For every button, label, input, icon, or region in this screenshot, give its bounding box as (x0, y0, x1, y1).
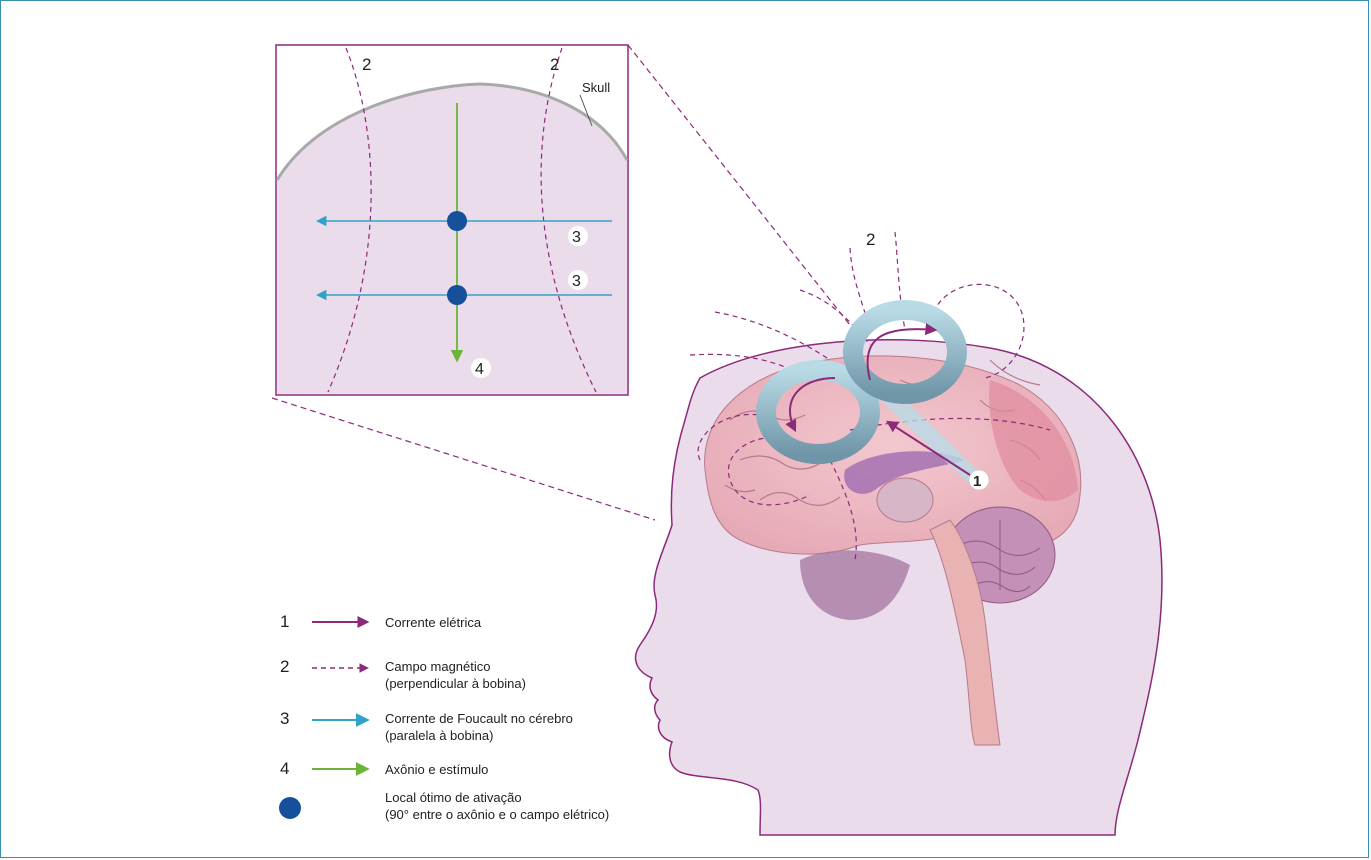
legend-text: Local ótimo de ativação (385, 789, 522, 806)
legend-number: 3 (280, 709, 289, 729)
inset-eddy-label: 3 (572, 273, 581, 290)
legend-text: Corrente de Foucault no cérebro (385, 710, 573, 727)
legend-subtext: (perpendicular à bobina) (385, 675, 526, 692)
legend-subtext: (90° entre o axônio e o campo elétrico) (385, 806, 609, 823)
legend-number: 1 (280, 612, 289, 632)
activation-dot (447, 285, 467, 305)
skull-label: Skull (582, 80, 610, 95)
legend-text: Campo magnético (385, 658, 491, 675)
legend-number: 4 (280, 759, 289, 779)
inset-eddy-label: 3 (572, 229, 581, 246)
inset-field-label: 2 (362, 55, 371, 74)
brain-field-label: 2 (866, 230, 875, 249)
inset-axon-label: 4 (475, 361, 484, 378)
legend-text: Corrente elétrica (385, 614, 481, 631)
legend-symbols (279, 622, 367, 819)
brain-current-label: 1 (973, 473, 981, 490)
legend-number: 2 (280, 657, 289, 677)
legend-text: Axônio e estímulo (385, 761, 488, 778)
inset-field-label: 2 (550, 55, 559, 74)
inset-panel (276, 45, 628, 395)
activation-dot (447, 211, 467, 231)
legend-subtext: (paralela à bobina) (385, 727, 493, 744)
